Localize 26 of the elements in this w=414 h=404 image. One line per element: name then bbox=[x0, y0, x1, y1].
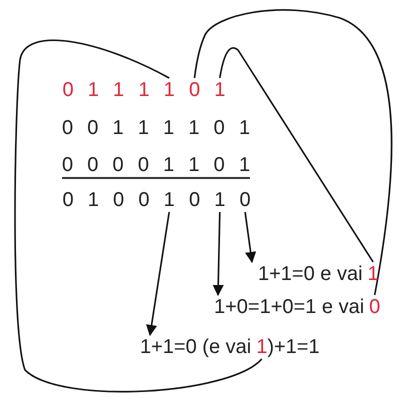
carry-note: 1+1=0 (e vai 1)+1=1 bbox=[140, 335, 320, 359]
carry-digit: 1 bbox=[110, 78, 127, 102]
carry-digit: 1 bbox=[161, 78, 178, 102]
carry-digit: 1 bbox=[136, 78, 152, 102]
carry-note: 1+0=1+0=1 e vai 0 bbox=[214, 295, 380, 319]
carry-note: 1+1=0 e vai 1 bbox=[258, 262, 379, 286]
connector-curve bbox=[219, 47, 374, 262]
carry-digit: 0 bbox=[60, 78, 76, 102]
result-digit: 0 bbox=[237, 188, 254, 212]
result-digit: 1 bbox=[161, 188, 178, 212]
carry-digit: 0 bbox=[186, 78, 202, 102]
result-digit: 1 bbox=[85, 188, 102, 212]
addend-row: 0 0 0 0 1 1 0 1 bbox=[62, 153, 250, 179]
addend-row: 0 0 1 1 1 1 0 1 bbox=[62, 116, 250, 140]
carry-digit: 1 bbox=[212, 78, 228, 102]
result-digit: 0 bbox=[136, 188, 152, 212]
connector-curve bbox=[194, 9, 392, 296]
arrow bbox=[146, 212, 170, 336]
carry-digit: 1 bbox=[85, 78, 102, 102]
result-digit: 0 bbox=[186, 188, 202, 212]
arrow bbox=[244, 212, 256, 264]
connector-curve bbox=[14, 40, 262, 392]
result-digit: 0 bbox=[60, 188, 76, 212]
result-digit: 0 bbox=[110, 188, 127, 212]
result-digit: 1 bbox=[212, 188, 228, 212]
arrow bbox=[212, 212, 224, 296]
